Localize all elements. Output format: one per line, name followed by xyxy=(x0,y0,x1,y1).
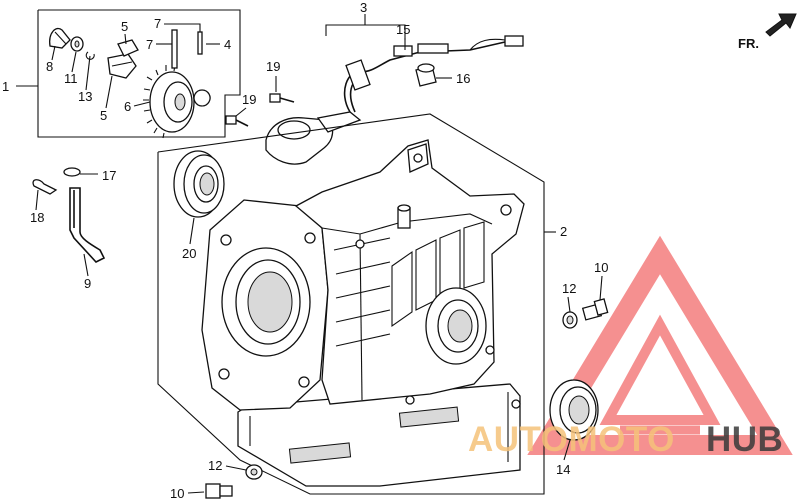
callout-14: 14 xyxy=(556,462,570,477)
callout-3: 3 xyxy=(360,0,367,15)
callout-18: 18 xyxy=(30,210,44,225)
callout-2: 2 xyxy=(560,224,567,239)
callout-16: 16 xyxy=(456,71,470,86)
governor-gear-part xyxy=(143,64,195,139)
callout-5-upper: 5 xyxy=(121,19,128,34)
governor-cap-part xyxy=(49,27,71,49)
callouts-right: 10 12 xyxy=(562,260,608,313)
callout-11: 11 xyxy=(64,71,78,86)
watermark-text-main: AUTOMOTO xyxy=(468,420,675,459)
drain-plug-bottom-part xyxy=(205,464,263,499)
callout-6: 6 xyxy=(124,99,131,114)
governor-shaft-part xyxy=(171,29,178,69)
callouts-dipstick: 17 18 9 xyxy=(30,168,116,291)
callout-7-upper: 7 xyxy=(154,16,161,31)
governor-holder-part xyxy=(107,39,139,79)
bolt-19-parts xyxy=(225,93,295,127)
crankcase-body-part xyxy=(201,139,525,487)
callout-19-upper: 19 xyxy=(266,59,280,74)
callout-7-lower: 7 xyxy=(146,37,153,52)
crankcase-outline xyxy=(157,113,556,495)
front-arrow-icon xyxy=(765,13,797,37)
watermark-logo xyxy=(527,235,793,455)
callout-13: 13 xyxy=(78,89,92,104)
governor-assembly-box xyxy=(16,9,241,138)
callout-10-right: 10 xyxy=(594,260,608,275)
callout-15: 15 xyxy=(396,22,410,37)
callout-5-lower: 5 xyxy=(100,108,107,123)
callout-19-lower: 19 xyxy=(242,92,256,107)
callout-8: 8 xyxy=(46,59,53,74)
oil-seal-part xyxy=(549,379,599,441)
oil-switch-box xyxy=(325,14,406,40)
callout-10-bottom: 10 xyxy=(170,486,184,501)
callout-4: 4 xyxy=(224,37,231,52)
watermark-brand: AUTOMOTO HUB xyxy=(468,420,783,459)
callout-20: 20 xyxy=(182,246,196,261)
callout-12-bottom: 12 xyxy=(208,458,222,473)
bearing-part xyxy=(173,150,225,218)
direction-indicator: FR. xyxy=(738,13,797,51)
callout-9: 9 xyxy=(84,276,91,291)
oil-dipstick-part xyxy=(32,167,106,263)
oil-level-switch-part xyxy=(265,35,524,165)
callout-1: 1 xyxy=(2,79,9,94)
callouts-governor: 1 8 11 13 5 5 6 7 7 4 xyxy=(2,16,231,123)
callouts-bottom: 12 10 xyxy=(170,458,247,501)
callouts-oil-switch: 3 15 16 19 19 xyxy=(235,0,470,117)
callout-12-right: 12 xyxy=(562,281,576,296)
drain-plug-right-part xyxy=(562,298,609,329)
callout-17: 17 xyxy=(102,168,116,183)
grommet-part xyxy=(415,63,437,87)
direction-label: FR. xyxy=(738,36,759,51)
watermark-text-hub: HUB xyxy=(706,420,783,459)
